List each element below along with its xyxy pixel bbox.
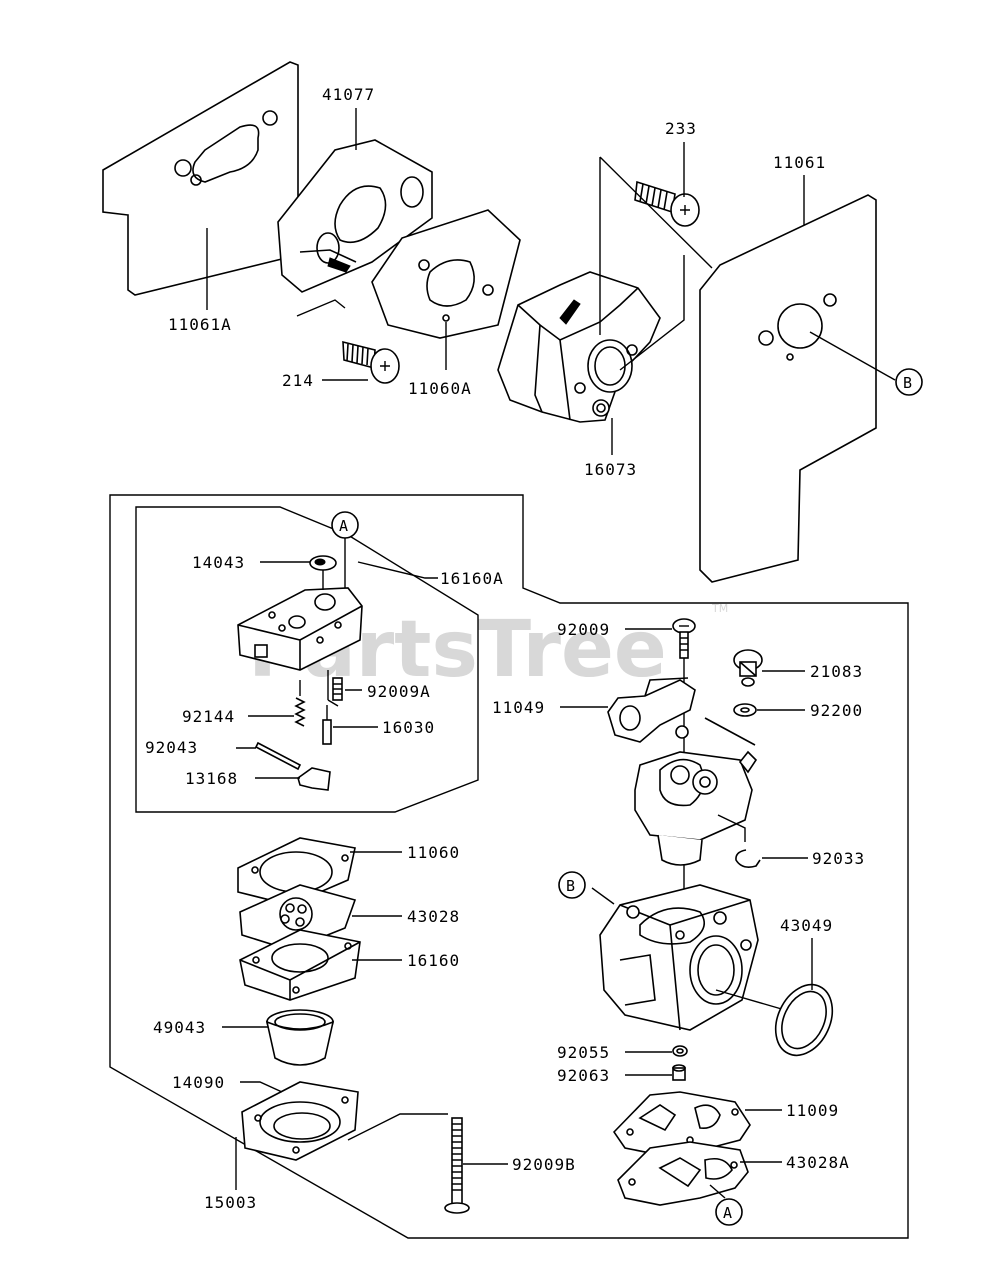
label-43028A: 43028A [786, 1153, 850, 1172]
part-insulator-41077 [277, 139, 433, 293]
part-gasket-11061A [102, 61, 299, 296]
part-needle-16030 [322, 705, 332, 745]
part-metering-cover-16160A [237, 587, 363, 671]
part-intake-manifold [497, 271, 661, 423]
part-pin-92043 [254, 741, 302, 771]
callout-b-bottom: B [558, 871, 586, 899]
label-92033: 92033 [812, 849, 865, 868]
part-oring-92055 [672, 1045, 688, 1057]
label-41077: 41077 [322, 85, 375, 104]
part-cup-49043 [265, 1009, 335, 1066]
part-washer-14043 [309, 555, 337, 590]
part-pump-cover-16160 [239, 929, 361, 1001]
label-11061A: 11061A [168, 315, 232, 334]
watermark-trademark: TM [711, 602, 728, 615]
part-screw-21083 [733, 649, 763, 687]
part-screw-92009A [327, 670, 343, 707]
label-16160: 16160 [407, 951, 460, 970]
label-92200: 92200 [810, 701, 863, 720]
part-spring-92144 [294, 680, 306, 727]
part-plug-92063 [672, 1064, 686, 1081]
label-92009A: 92009A [367, 682, 431, 701]
label-92043: 92043 [145, 738, 198, 757]
label-14090: 14090 [172, 1073, 225, 1092]
label-21083: 21083 [810, 662, 863, 681]
part-lever-11049 [607, 677, 696, 743]
top-leaders [206, 108, 896, 455]
label-43049: 43049 [780, 916, 833, 935]
part-clip-92033 [717, 814, 761, 868]
part-gasket-43028 [239, 884, 357, 951]
part-lever-13168 [297, 767, 331, 791]
part-screw-233 [634, 180, 700, 227]
callout-b-top: B [895, 368, 923, 396]
part-cover-14090 [241, 1081, 359, 1161]
callout-b-bottom-label: B [566, 877, 575, 895]
top-guide-lines [296, 156, 713, 371]
label-11009: 11009 [786, 1101, 839, 1120]
label-92055: 92055 [557, 1043, 610, 1062]
part-ring-43049 [774, 983, 834, 1057]
right-leaders [560, 628, 813, 1199]
label-11060A: 11060A [408, 379, 472, 398]
label-43028: 43028 [407, 907, 460, 926]
label-49043: 49043 [153, 1018, 206, 1037]
label-13168: 13168 [185, 769, 238, 788]
label-92144: 92144 [182, 707, 235, 726]
label-16160A: 16160A [440, 569, 504, 588]
part-screw-214 [342, 340, 400, 384]
label-92009: 92009 [557, 620, 610, 639]
part-gasket-11061 [699, 194, 877, 583]
part-washer-92200 [733, 703, 757, 717]
part-gasket-11009 [612, 1091, 751, 1156]
label-233: 233 [665, 119, 697, 138]
part-throttle-body [634, 717, 758, 866]
left-stack-leaders [222, 851, 508, 1190]
label-214: 214 [282, 371, 314, 390]
callout-a-top-label: A [339, 517, 348, 535]
label-92063: 92063 [557, 1066, 610, 1085]
label-15003: 15003 [204, 1193, 257, 1212]
part-diaphragm-43028A [617, 1141, 749, 1206]
label-11060: 11060 [407, 843, 460, 862]
part-carburetor-body [599, 884, 786, 1031]
label-16073: 16073 [584, 460, 637, 479]
carburetor-assembly-frame [109, 494, 909, 1239]
label-11061: 11061 [773, 153, 826, 172]
label-11049: 11049 [492, 698, 545, 717]
metering-leaders [236, 561, 438, 779]
part-screw-92009B [444, 1117, 470, 1214]
callout-a-bottom: A [715, 1198, 743, 1226]
callout-a-bottom-label: A [723, 1204, 732, 1222]
label-14043: 14043 [192, 553, 245, 572]
part-gasket-11060A [371, 209, 521, 339]
label-16030: 16030 [382, 718, 435, 737]
label-92009B: 92009B [512, 1155, 576, 1174]
callout-b-top-label: B [903, 374, 912, 392]
